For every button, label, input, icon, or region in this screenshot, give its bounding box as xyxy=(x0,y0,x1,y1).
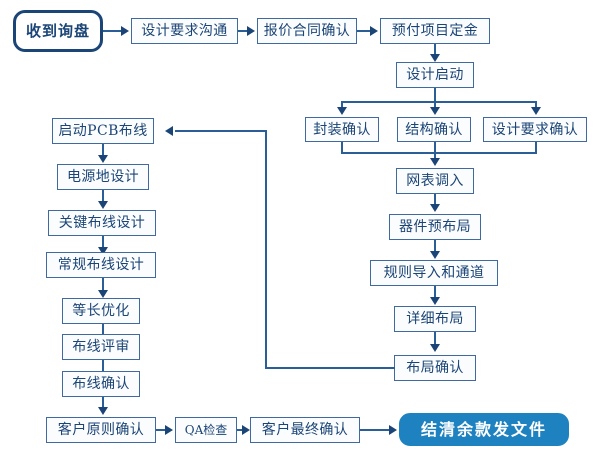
connector-routingconfirm-to-customer xyxy=(102,397,104,409)
connector-feedback-bottom xyxy=(265,367,395,369)
connector-designreq-to-quote xyxy=(238,30,249,32)
connector-netlist-to-preplace xyxy=(434,194,436,206)
node-quotation-contract-confirm[interactable]: 报价合同确认 xyxy=(257,18,357,44)
connector-split-mid-drop xyxy=(434,101,436,109)
node-routing-review[interactable]: 布线评审 xyxy=(62,334,140,360)
node-design-requirement-confirm[interactable]: 设计要求确认 xyxy=(483,117,587,142)
node-prepay-project-deposit[interactable]: 预付项目定金 xyxy=(380,18,490,44)
arrowhead-to-customer-final xyxy=(242,425,250,435)
connector-merge-bus xyxy=(341,152,537,154)
connector-pcbrouting-to-power xyxy=(102,144,104,157)
connector-designstart-down xyxy=(434,88,436,102)
arrowhead-to-package-confirm xyxy=(337,107,347,115)
connector-customerprinciple-to-qa xyxy=(156,429,167,431)
node-design-requirement-communication[interactable]: 设计要求沟通 xyxy=(131,18,238,44)
node-qa-check[interactable]: QA检查 xyxy=(175,417,237,443)
connector-length-to-review xyxy=(102,324,104,337)
node-start-pcb-routing[interactable]: 启动PCB布线 xyxy=(52,118,154,144)
connector-qa-to-finalconfirm xyxy=(237,429,244,431)
connector-feedback-vertical xyxy=(265,130,267,369)
connector-normal-to-length xyxy=(102,278,104,292)
node-routing-confirm[interactable]: 布线确认 xyxy=(62,371,140,397)
arrowhead-to-rules xyxy=(430,251,440,259)
arrowhead-to-placeconfirm xyxy=(430,344,440,352)
connector-finalconfirm-to-terminal xyxy=(360,429,391,431)
arrowhead-to-length-tuning xyxy=(98,290,108,298)
node-customer-final-confirm[interactable]: 客户最终确认 xyxy=(250,417,360,443)
connector-split-right-drop xyxy=(535,101,537,109)
arrowhead-to-normal-routing xyxy=(98,247,108,255)
connector-merge-to-netlist xyxy=(434,152,436,160)
arrowhead-to-prepay xyxy=(370,26,378,36)
arrowhead-to-start-pcb-routing xyxy=(165,126,173,136)
arrowhead-to-qa-check xyxy=(165,425,173,435)
connector-detail-to-placeconfirm xyxy=(434,332,436,346)
node-component-preplacement[interactable]: 器件预布局 xyxy=(389,214,481,240)
connector-structure-down xyxy=(434,142,436,153)
connector-prepay-to-designstart xyxy=(434,44,436,56)
node-length-tuning[interactable]: 等长优化 xyxy=(62,298,140,324)
node-key-routing-design[interactable]: 关键布线设计 xyxy=(48,210,156,236)
arrowhead-to-preplace xyxy=(430,204,440,212)
arrowhead-to-customer-principle xyxy=(98,407,108,415)
node-detailed-placement[interactable]: 详细布局 xyxy=(394,306,476,332)
arrowhead-to-netlist xyxy=(430,158,440,166)
arrowhead-to-designstart xyxy=(430,54,440,62)
arrowhead-to-terminal xyxy=(389,425,397,435)
connector-rules-to-detail xyxy=(434,286,436,299)
node-normal-routing-design[interactable]: 常规布线设计 xyxy=(46,252,156,278)
connector-designreqconfirm-down xyxy=(535,142,537,153)
connector-preplace-to-rules xyxy=(434,240,436,253)
node-placement-confirm[interactable]: 布局确认 xyxy=(394,355,476,381)
connector-keyrouting-to-normal xyxy=(102,236,104,249)
node-netlist-import[interactable]: 网表调入 xyxy=(396,168,474,194)
node-rules-import-and-channel[interactable]: 规则导入和通道 xyxy=(370,260,498,286)
node-structure-confirm[interactable]: 结构确认 xyxy=(397,117,471,142)
connector-quote-to-prepay xyxy=(357,30,370,32)
arrowhead-to-key-routing xyxy=(98,201,108,209)
arrowhead-to-detail xyxy=(430,297,440,305)
node-power-ground-design[interactable]: 电源地设计 xyxy=(57,164,149,190)
connector-split-left-drop xyxy=(341,101,343,109)
node-settle-payment-deliver-files[interactable]: 结清余款发文件 xyxy=(399,413,569,446)
connector-start-to-designreq xyxy=(103,30,123,32)
connector-power-to-keyrouting xyxy=(102,190,104,203)
node-design-start[interactable]: 设计启动 xyxy=(396,62,474,88)
node-customer-principle-confirm[interactable]: 客户原则确认 xyxy=(46,417,156,443)
arrowhead-to-designreq-confirm xyxy=(531,107,541,115)
connector-package-down xyxy=(341,142,343,153)
node-package-confirm[interactable]: 封装确认 xyxy=(305,117,379,142)
connector-designstart-split-bus xyxy=(341,101,537,103)
arrowhead-to-designreq xyxy=(121,26,129,36)
connector-review-to-routingconfirm xyxy=(102,360,104,373)
connector-feedback-top xyxy=(175,130,267,132)
arrowhead-to-power-ground xyxy=(98,155,108,163)
arrowhead-to-structure-confirm xyxy=(430,107,440,115)
node-start-received-inquiry[interactable]: 收到询盘 xyxy=(13,10,103,52)
arrowhead-to-quote xyxy=(247,26,255,36)
